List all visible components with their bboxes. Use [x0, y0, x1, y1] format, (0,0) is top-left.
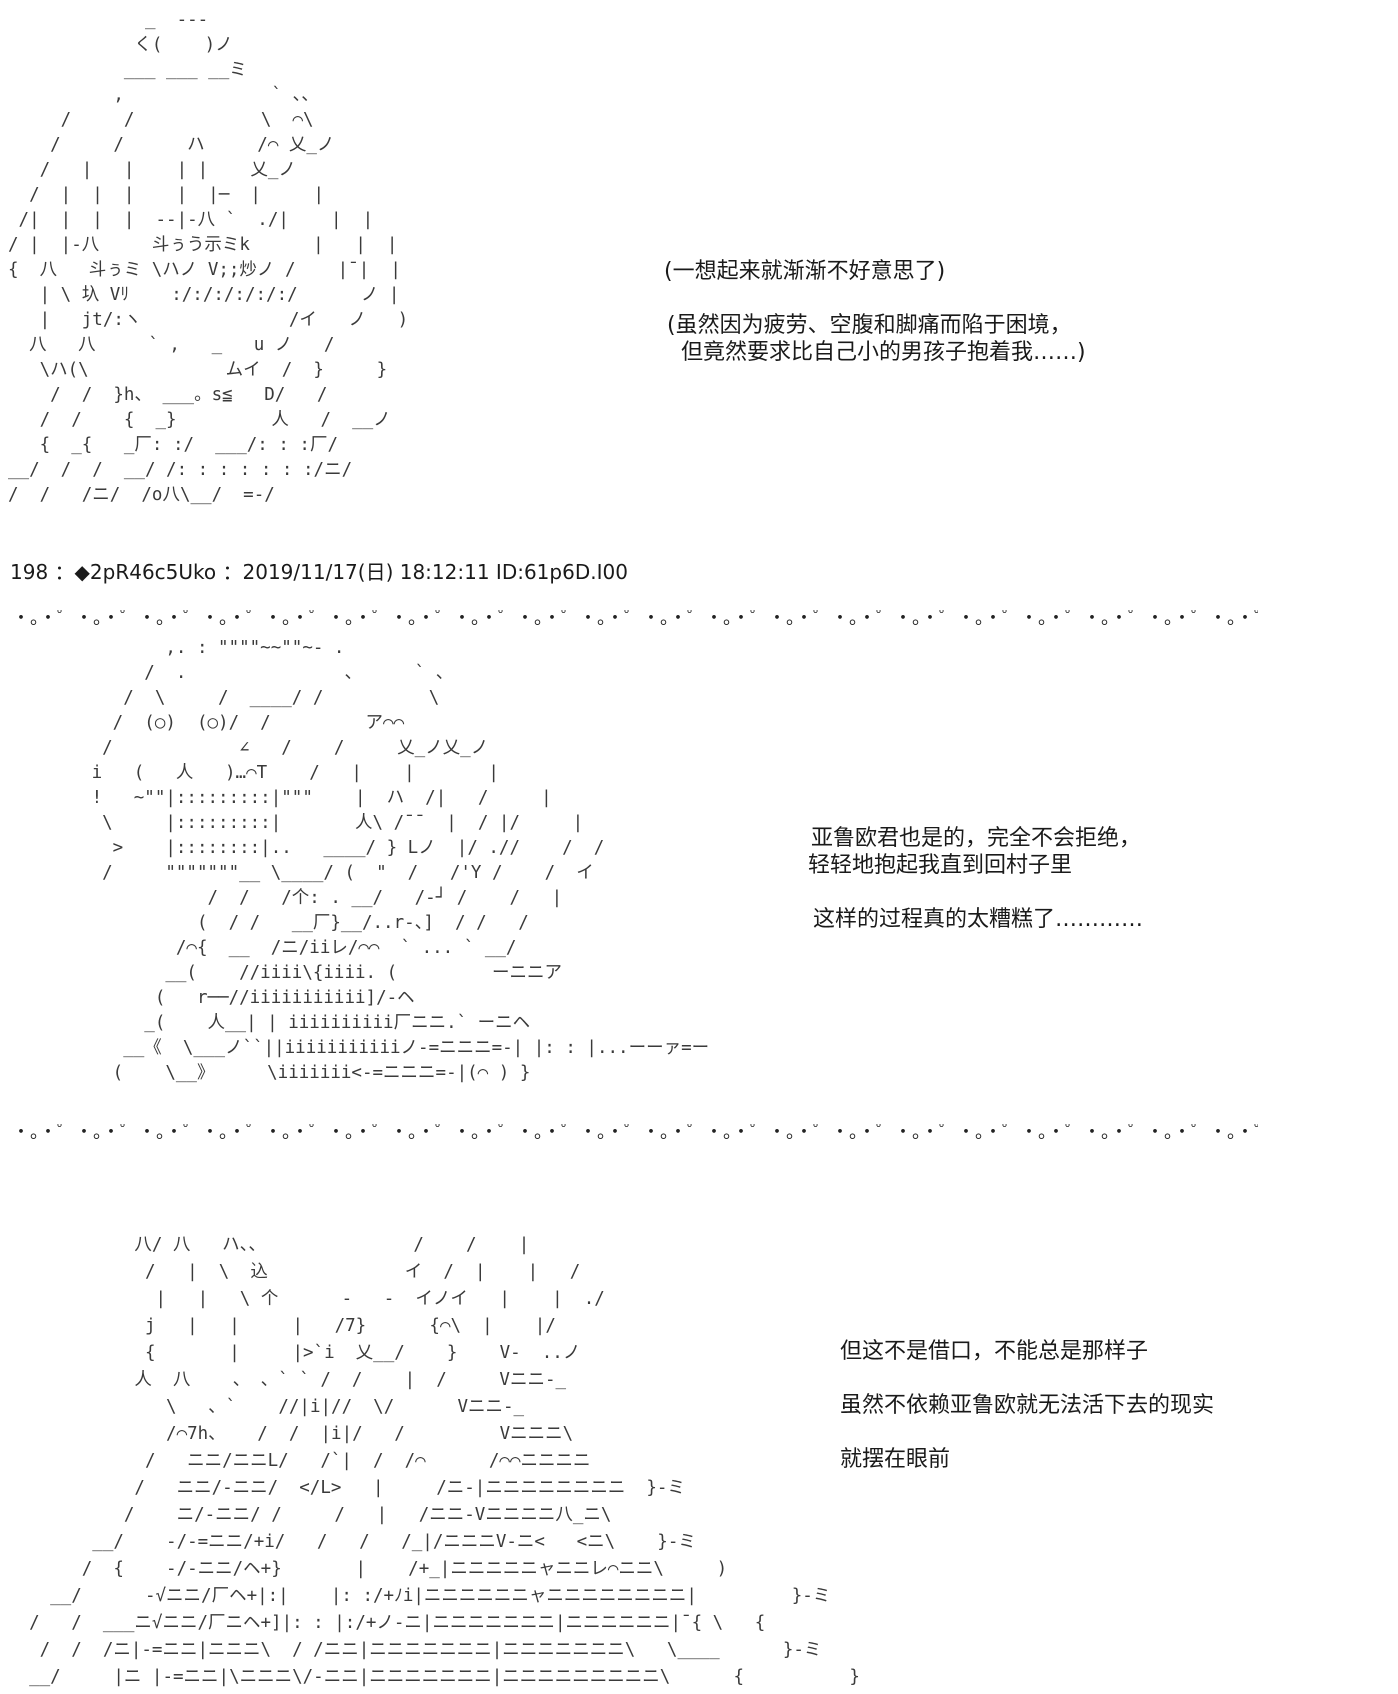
reflection-line-1: 但这不是借口，不能总是那样子	[840, 1339, 1149, 1364]
dotted-separator-top: ・。・゜・。・゜・。・゜・。・゜・。・゜・。・゜・。・゜・。・゜・。・゜・。・゜…	[12, 610, 1258, 628]
dotted-separator-bottom: ・。・゜・。・゜・。・゜・。・゜・。・゜・。・゜・。・゜・。・゜・。・゜・。・゜…	[12, 1124, 1258, 1142]
reflection-line-3: 就摆在眼前	[840, 1447, 951, 1472]
narration-line-3: 这样的过程真的太糟糕了…………	[813, 907, 1144, 932]
monologue-line-1: (一想起来就渐渐不好意思了)	[664, 259, 946, 284]
post-header: 198 ：◆2pR46c5Uko ：2019/11/17(日) 18:12:11…	[10, 560, 628, 584]
ascii-art-carried-scene: ,. : """"~~""~- . / . 、 ` 、 / \ / ____/ …	[91, 638, 710, 1083]
narration-line-1: 亚鲁欧君也是的，完全不会拒绝，	[811, 826, 1142, 851]
monologue-line-2: (虽然因为疲劳、空腹和脚痛而陷于困境，	[667, 313, 1072, 338]
narration-line-2: 轻轻地抱起我直到回村子里	[808, 853, 1073, 878]
monologue-line-3: 但竟然要求比自己小的男孩子抱着我……)	[667, 340, 1086, 365]
ascii-art-girl-embarrassed: _ --- く( )ノ ___ ___ __ミ , ` 、、 / / \ ⌒\ …	[8, 10, 409, 505]
ascii-art-walking-scene: 八/ 八 ハ、、 / / | / | \ 込 イ / | | / | | \ 个…	[29, 1235, 860, 1687]
reflection-line-2: 虽然不依赖亚鲁欧就无法活下去的现实	[840, 1393, 1215, 1418]
